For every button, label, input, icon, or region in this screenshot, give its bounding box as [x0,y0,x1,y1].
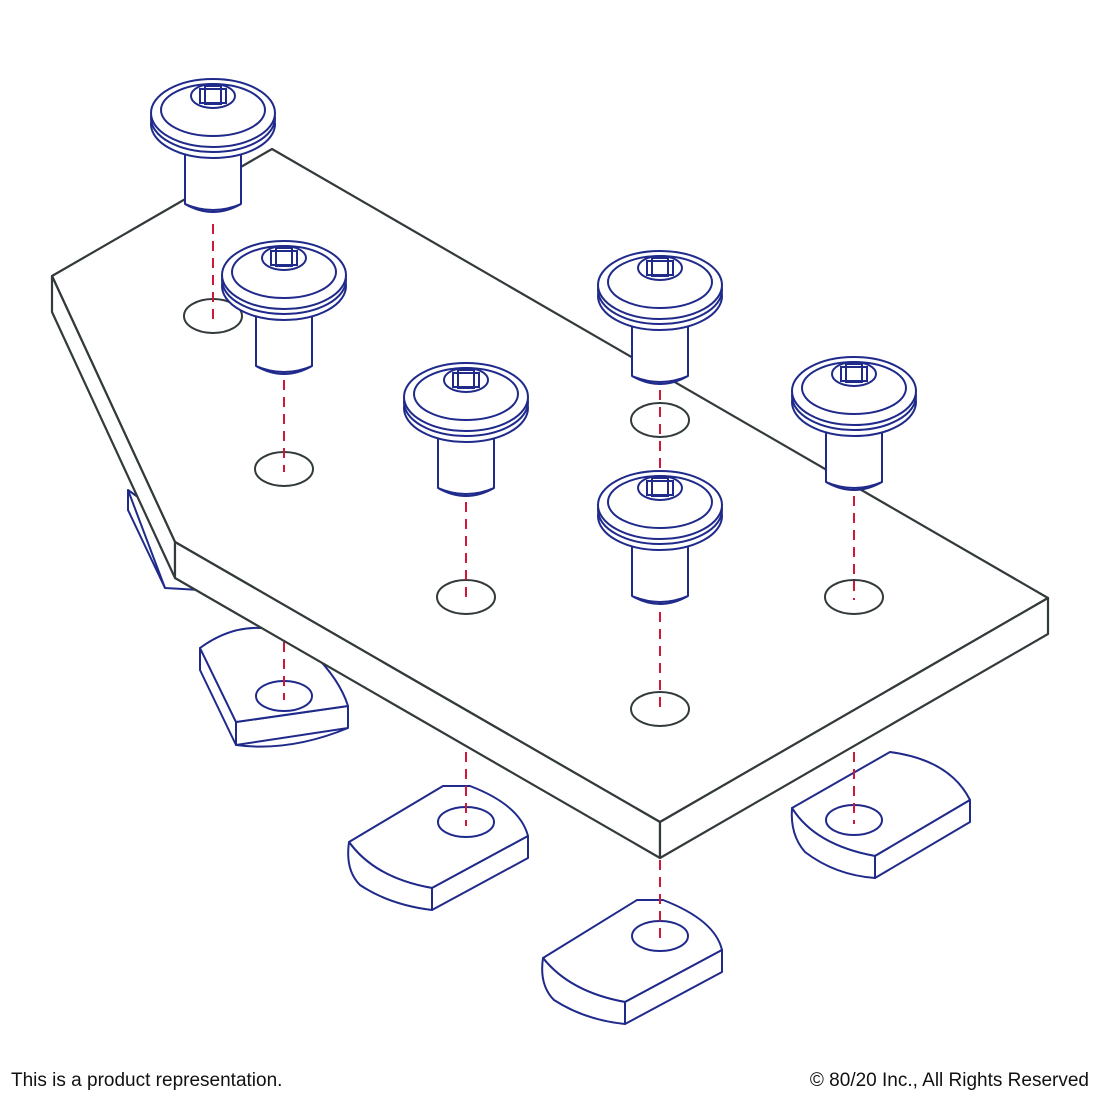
t-nut-bottom-left [347,785,529,911]
plate-right-edge [658,596,1050,860]
t-nut-right [790,751,971,879]
disclaimer-text: This is a product representation. [11,1070,283,1091]
t-nut-bottom-center [541,899,723,1025]
alignment-lines-upper [212,224,855,712]
gusset-plate [50,147,1050,860]
alignment-lines-lower [283,642,855,940]
copyright-text: © 80/20 Inc., All Rights Reserved [809,1070,1089,1091]
